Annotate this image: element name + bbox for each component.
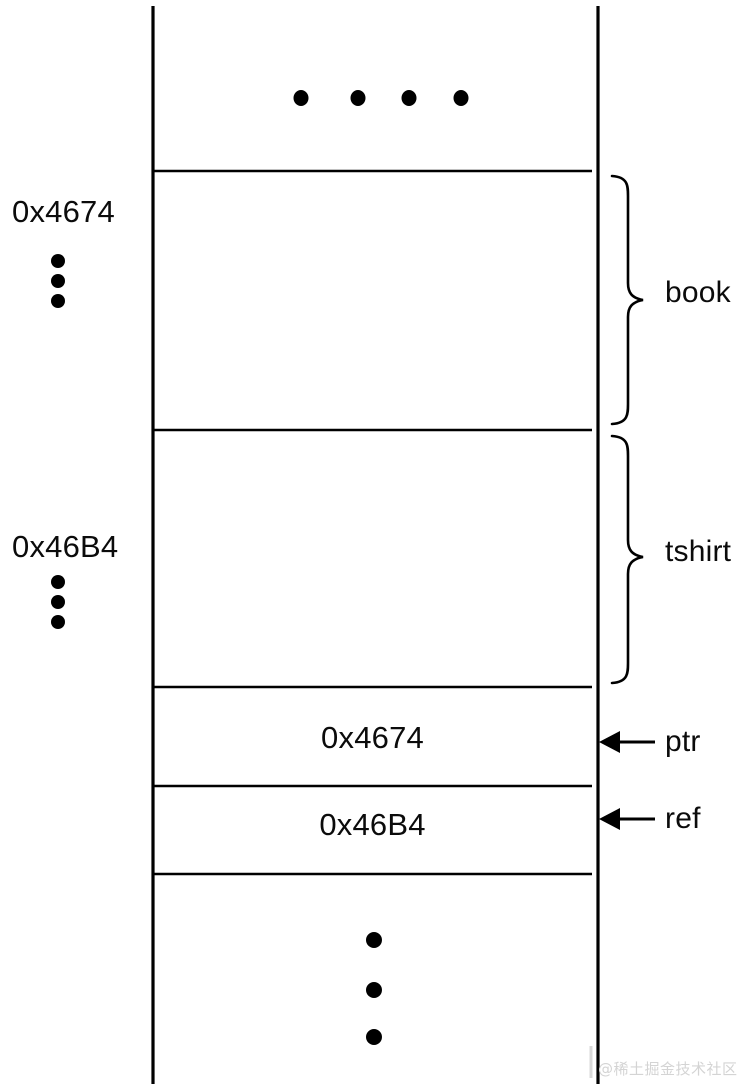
address-label-tshirt: 0x46B4 [12,529,119,564]
arrow-ref-icon [599,808,655,830]
brace-tshirt-icon [610,434,644,685]
top-horizontal-ellipsis-icon [293,90,469,106]
site-watermark: @稀土掘金技术社区 [598,1060,738,1078]
brace-book-icon [610,174,644,426]
address-label-book: 0x4674 [12,194,115,229]
brace-label-book: book [665,276,731,309]
left-vertical-ellipsis-tshirt-icon [51,575,65,629]
cell-value-ptr: 0x4674 [321,720,424,755]
arrow-label-ptr: ptr [665,725,701,758]
arrow-label-ref: ref [665,802,701,835]
arrow-ptr-icon [599,731,655,753]
cell-value-ref: 0x46B4 [319,807,426,842]
left-vertical-ellipsis-book-icon [51,254,65,308]
brace-label-tshirt: tshirt [665,535,732,568]
bottom-vertical-ellipsis-icon [366,932,382,1045]
